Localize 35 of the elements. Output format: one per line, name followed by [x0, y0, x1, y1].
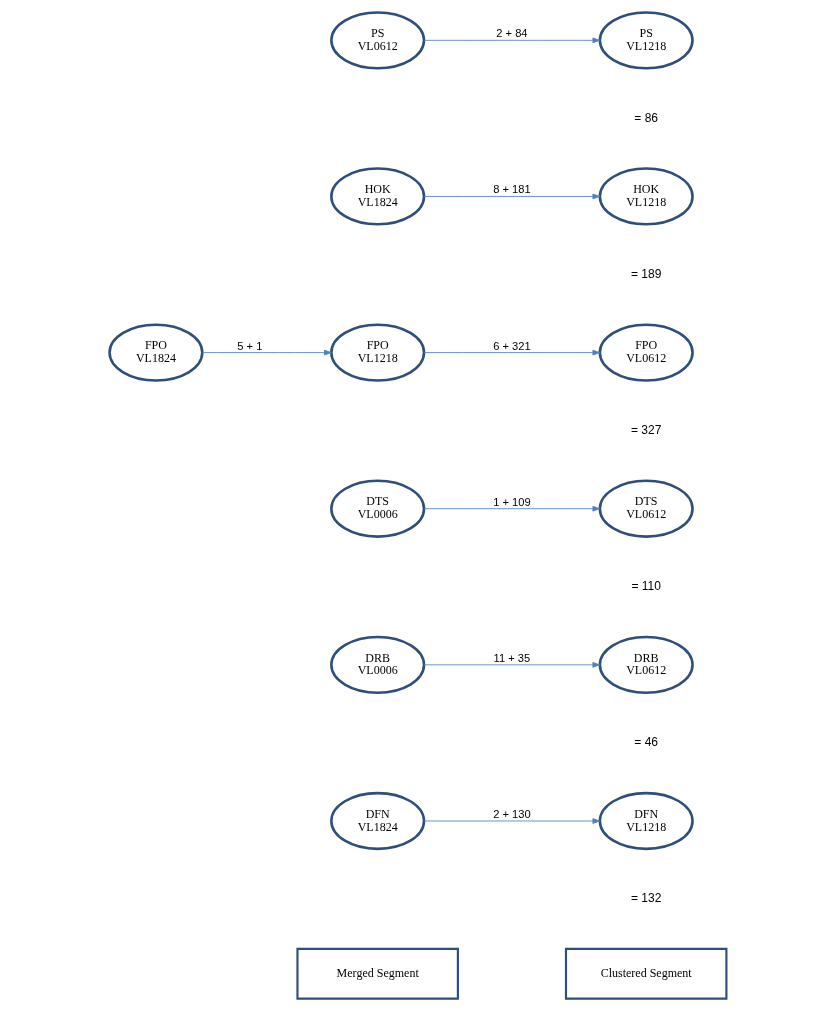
arrow — [423, 193, 601, 199]
node-label: = 46 — [634, 734, 659, 749]
edge-label: 5 + 1 — [237, 338, 263, 351]
node-ellipse: HOK VL1218 — [598, 166, 694, 226]
arrow — [423, 505, 601, 512]
node-box: Clustered Segment — [564, 947, 728, 1000]
node-label: = 132 — [631, 890, 662, 905]
node-ellipse: DTS VL0612 — [598, 479, 694, 538]
node-ellipse: HOK VL1824 — [330, 166, 426, 226]
node-label: = 189 — [631, 266, 662, 281]
arrow — [423, 349, 601, 355]
arrow — [423, 817, 601, 824]
node-ellipse: FPO VL1218 — [330, 322, 426, 382]
node-ellipse: PS VL0612 — [330, 10, 426, 69]
edge-label: 6 + 321 — [493, 338, 531, 351]
node-box: Merged Segment — [296, 947, 459, 1000]
node-ellipse: DRB VL0612 — [598, 635, 694, 694]
node-label: = 327 — [631, 422, 662, 437]
edge-label: 11 + 35 — [493, 651, 531, 664]
edge-label: 2 + 84 — [496, 26, 528, 39]
arrow — [201, 349, 332, 355]
edge-label: 1 + 109 — [493, 495, 531, 508]
arrow — [423, 661, 601, 668]
node-ellipse: DFN VL1824 — [330, 791, 426, 850]
node-ellipse: DTS VL0006 — [330, 479, 426, 538]
edge-label: 8 + 181 — [493, 182, 531, 195]
node-label: = 110 — [631, 578, 661, 593]
node-ellipse: PS VL1218 — [598, 10, 694, 69]
node-ellipse: DFN VL1218 — [598, 791, 694, 850]
node-ellipse: FPO VL1824 — [108, 322, 204, 382]
arrow — [423, 37, 601, 43]
node-ellipse: FPO VL0612 — [598, 322, 694, 382]
edge-label: 2 + 130 — [493, 807, 531, 820]
node-label: = 86 — [634, 110, 659, 125]
node-ellipse: DRB VL0006 — [330, 635, 426, 694]
